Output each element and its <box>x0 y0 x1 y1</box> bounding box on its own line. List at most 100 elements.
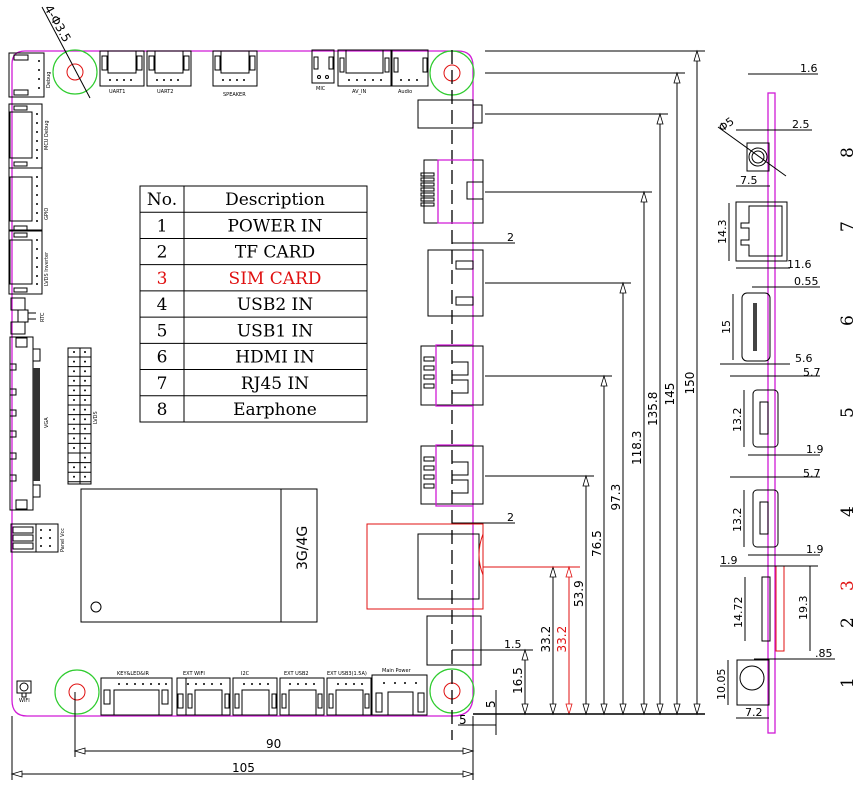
dim-usb2-offset: 5.7 <box>803 467 821 480</box>
side-port-number: 3 <box>838 580 858 591</box>
connector-uart2: UART2 <box>146 50 192 95</box>
row-description: RJ45 IN <box>241 374 309 394</box>
port-sim-card <box>366 523 484 610</box>
side-port-number: 2 <box>838 617 858 628</box>
connector-audio: Audio <box>391 49 429 95</box>
dim-hole-span: 145 <box>485 71 685 716</box>
lvds-header: LVDS <box>67 347 99 485</box>
table-row: 3 SIM CARD <box>157 269 322 289</box>
hole-callout-leader <box>41 6 91 99</box>
port-usb2 <box>420 444 484 507</box>
connector-i2c: I2C <box>232 671 278 716</box>
connector-mcu-debug: MCU Debug <box>8 103 50 169</box>
port-hdmi <box>427 249 484 317</box>
dim-usb2-overhang: 2 <box>507 231 514 244</box>
row-number: 3 <box>157 269 168 289</box>
dim-power-overhang: 1.5 <box>504 638 522 651</box>
dim-earphone: 135.8 <box>485 112 668 716</box>
port-earphone <box>417 99 483 129</box>
connector-label: Panel Vcc <box>60 528 66 552</box>
connector-mic: MIC <box>311 49 335 92</box>
dim-edge-offset-h: 5 <box>459 713 467 727</box>
dim-value: 33.2 <box>555 626 569 653</box>
connector-label: EXT USB3(1.5A) <box>327 671 367 677</box>
dim-value: 118.3 <box>630 431 644 465</box>
connector-panel-vcc: Panel Vcc <box>10 523 66 553</box>
dim-value: 145 <box>663 383 677 406</box>
wifi-antenna: WIFI <box>16 680 32 704</box>
row-description: SIM CARD <box>229 269 322 289</box>
port-power-in <box>426 615 482 666</box>
dim-hdmi-height: 15 <box>720 320 733 334</box>
table-header-description: Description <box>225 190 325 210</box>
row-description: USB1 IN <box>237 321 313 341</box>
row-description: POWER IN <box>227 216 322 236</box>
dim-sim-height: 19.3 <box>797 596 810 621</box>
module-label: 3G/4G <box>295 526 311 570</box>
dim-tf-offset: 1.9 <box>720 554 738 567</box>
dim-pcb-thickness: 1.6 <box>800 62 818 75</box>
dim-usb2-gap: 1.9 <box>806 543 824 556</box>
dim-earphone-diameter: Φ5 <box>716 115 736 135</box>
dim-hdmi-offset: 0.55 <box>794 275 819 288</box>
row-number: 8 <box>157 400 168 420</box>
table-row: 5 USB1 IN <box>157 321 314 341</box>
dim-value: 33.2 <box>539 626 553 653</box>
connector-speaker: SPEAKER <box>212 50 258 98</box>
dim-rj45-depth: 11.6 <box>787 258 812 271</box>
dim-usb1-offset: 5.7 <box>803 366 821 379</box>
connector-label: GPIO <box>44 208 50 220</box>
dim-rj45: 118.3 <box>485 190 652 716</box>
dim-rj45-height: 14.3 <box>716 220 729 245</box>
connector-label: MIC <box>316 86 326 92</box>
side-pcb-edge <box>767 92 776 734</box>
connector-uart1: UART1 <box>99 50 145 95</box>
connector-label: LVDS <box>93 411 99 424</box>
connector-label: EXT WIFI <box>183 671 205 677</box>
dim-power-height: 10.05 <box>715 669 728 701</box>
side-dimension-group: 1.62.5Φ57.514.311.60.55155.65.713.21.95.… <box>715 62 858 719</box>
dim-sim-card: 33.2 <box>555 565 573 716</box>
side-port-number: 5 <box>838 407 858 418</box>
side-port-number: 7 <box>838 221 858 232</box>
row-description: USB2 IN <box>237 295 313 315</box>
side-port-number: 1 <box>838 677 858 688</box>
dim-usb2-height: 13.2 <box>731 508 744 533</box>
dim-usb1: 76.5 <box>485 374 612 716</box>
dim-power-depth: 7.2 <box>745 706 763 719</box>
dim-tf-height: 14.72 <box>732 597 745 629</box>
connector-label: Debug <box>46 72 52 88</box>
port-usb1 <box>420 344 484 407</box>
connector-label: KEY&LED&IR <box>117 671 150 677</box>
dim-usb1-height: 13.2 <box>731 408 744 433</box>
row-description: TF CARD <box>235 243 315 263</box>
dim-hdmi: 97.3 <box>485 281 631 716</box>
mount-hole-top-left <box>52 49 98 95</box>
connector-label: I2C <box>241 671 250 677</box>
connector-gpio: GPIO <box>8 167 50 231</box>
connector-ext-usb2: EXT USB2 <box>279 671 325 716</box>
table-row: 4 USB2 IN <box>157 295 314 315</box>
dim-value: 135.8 <box>646 392 660 426</box>
connector-label: EXT USB2 <box>284 671 309 677</box>
port-rj45 <box>420 159 484 224</box>
side-rj45 <box>735 201 788 262</box>
dim-value: 53.9 <box>572 580 586 607</box>
row-description: HDMI IN <box>235 348 315 368</box>
connector-label: WIFI <box>19 698 30 704</box>
connector-key-led-ir: KEY&LED&IR <box>100 671 173 716</box>
row-number: 5 <box>157 321 168 341</box>
side-port-number: 6 <box>838 315 858 326</box>
connector-label: RTC <box>40 312 46 322</box>
connector-label: Main Power <box>382 668 412 674</box>
side-sim-card <box>775 565 785 652</box>
board-outline <box>11 50 474 717</box>
connector-label: SPEAKER <box>223 92 246 98</box>
row-number: 4 <box>157 295 168 315</box>
connector-label: MCU Debug <box>44 121 50 151</box>
